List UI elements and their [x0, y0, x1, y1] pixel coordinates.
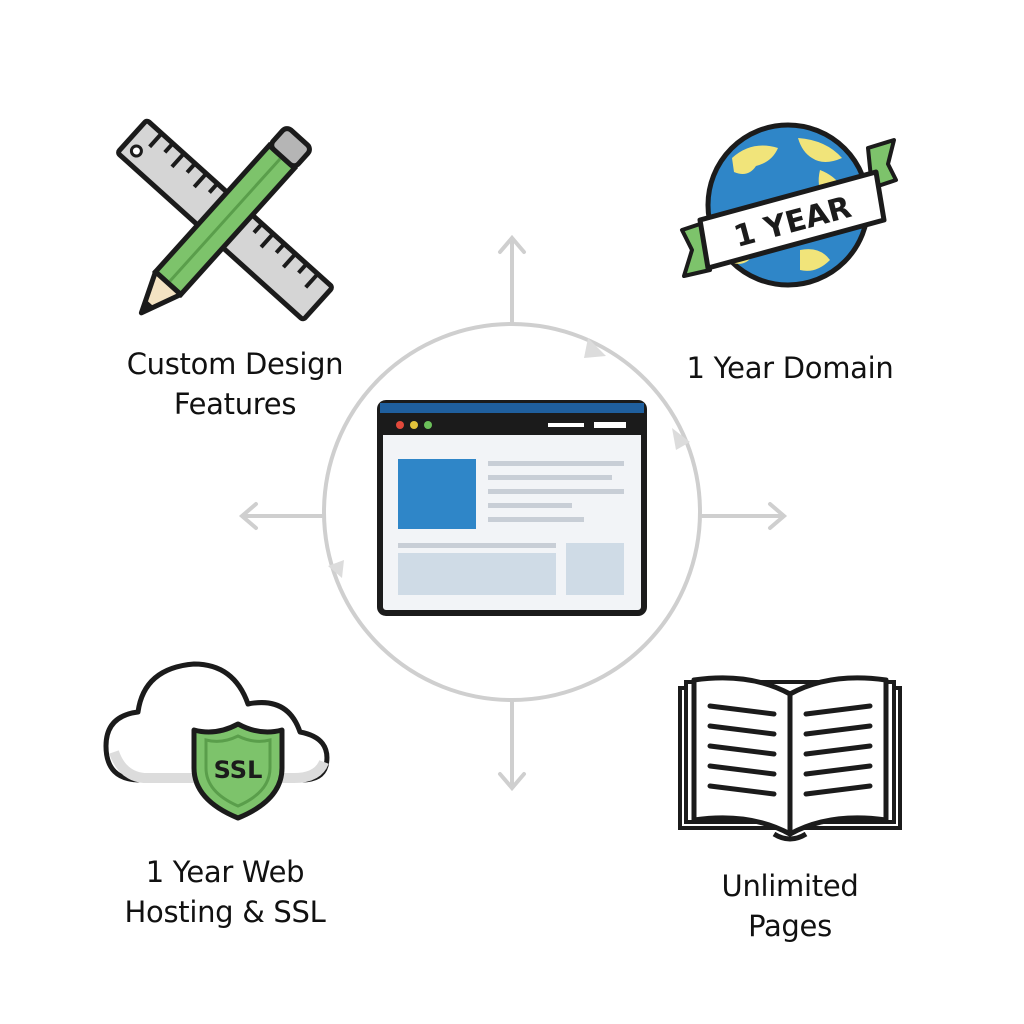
label-custom-design-line2: Features — [173, 387, 297, 421]
label-domain-line1: 1 Year Domain — [686, 351, 894, 385]
label-pages-line2: Pages — [748, 909, 832, 943]
label-custom-design: Custom Design Features — [60, 344, 410, 424]
label-custom-design-line1: Custom Design — [126, 347, 344, 381]
browser-window-icon — [377, 400, 647, 616]
label-domain: 1 Year Domain — [640, 348, 940, 388]
label-hosting: 1 Year Web Hosting & SSL — [55, 852, 395, 932]
cloud-shield-icon: SSL — [103, 661, 330, 821]
globe-icon: 1 YEAR — [680, 122, 898, 288]
label-hosting-line2: Hosting & SSL — [124, 895, 326, 929]
ssl-badge-text: SSL — [214, 756, 263, 784]
label-hosting-line1: 1 Year Web — [145, 855, 305, 889]
label-pages: Unlimited Pages — [640, 866, 940, 946]
ruler-pencil-icon — [116, 118, 334, 322]
label-pages-line1: Unlimited — [721, 869, 859, 903]
open-book-icon — [678, 675, 902, 842]
